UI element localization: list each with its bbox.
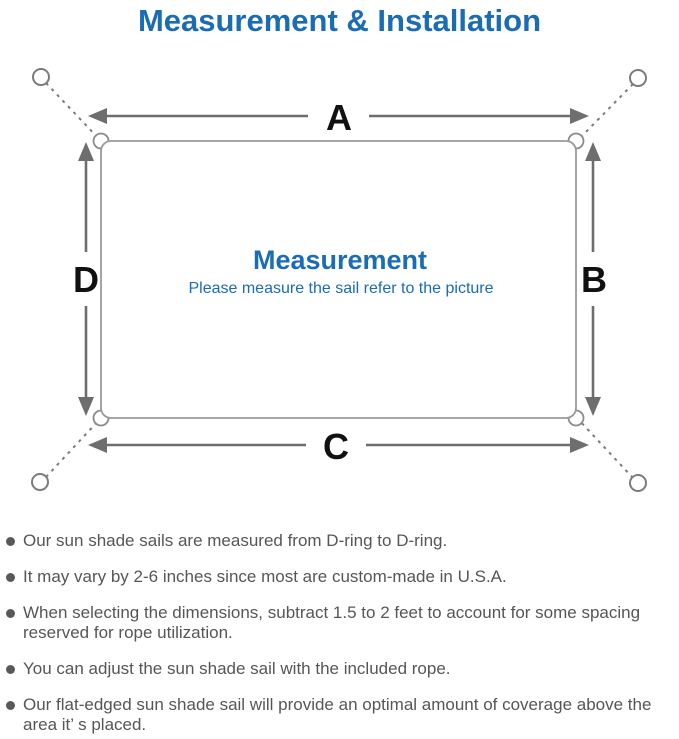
instruction-text: When selecting the dimensions, subtract … [23,603,641,642]
rope-top-left [45,82,101,141]
diagram-center-subtitle: Please measure the sail refer to the pic… [188,280,493,297]
bullet-icon [6,664,15,674]
anchor-point-icon [31,473,49,491]
anchor-point-icon [629,474,647,492]
bullet-icon [6,608,15,618]
dimension-arrow-a [88,108,589,124]
bullet-icon [6,572,15,582]
instruction-item: Our flat-edged sun shade sail will provi… [6,695,667,735]
dimension-label-d: D [73,259,99,300]
instruction-text: Our sun shade sails are measured from D-… [23,531,448,550]
bullet-icon [6,700,15,710]
instruction-item: Our sun shade sails are measured from D-… [6,531,667,551]
anchor-point-icon [629,69,647,87]
measurement-diagram: A B C D Measurement Please measure the s… [31,68,647,492]
dimension-label-b: B [581,259,607,300]
anchor-point-icon [32,68,50,86]
bullet-icon [6,536,15,546]
instruction-text: You can adjust the sun shade sail with t… [23,659,451,678]
instruction-list: Our sun shade sails are measured from D-… [6,531,667,739]
dimension-label-c: C [323,426,349,467]
instruction-item: You can adjust the sun shade sail with t… [6,659,667,679]
rope-bottom-left [45,418,101,478]
sail-rectangle [100,140,577,419]
instruction-item: It may vary by 2-6 inches since most are… [6,567,667,587]
rope-top-right [577,83,634,141]
rope-bottom-right [577,418,634,479]
instruction-text: It may vary by 2-6 inches since most are… [23,567,507,586]
diagram-center-title: Measurement [253,245,427,275]
page-title: Measurement & Installation [137,3,542,38]
dimension-arrow-d [78,142,94,416]
dimension-arrow-b [585,142,601,416]
instruction-text: Our flat-edged sun shade sail will provi… [23,695,652,734]
dimension-label-a: A [326,97,352,138]
instruction-item: When selecting the dimensions, subtract … [6,603,667,643]
dimension-arrow-c [88,437,589,453]
